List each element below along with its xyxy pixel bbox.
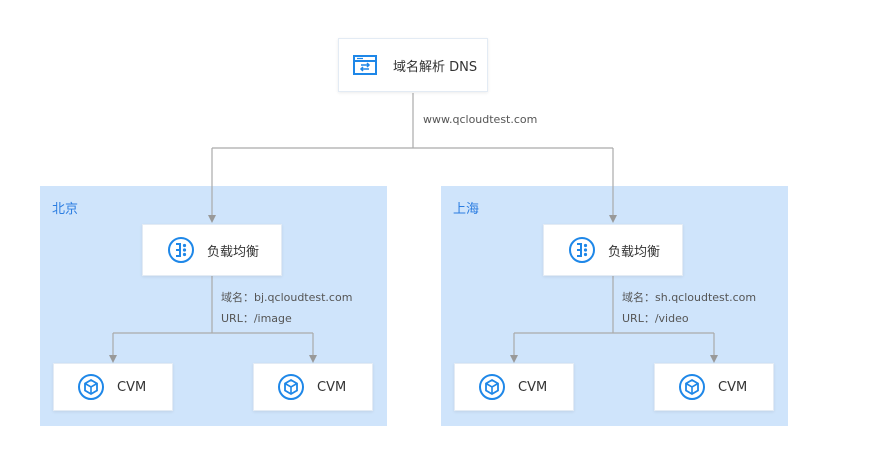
dns-domain-label: www.qcloudtest.com xyxy=(423,113,538,126)
region-label-beijing: 北京 xyxy=(52,202,79,217)
cvm-shanghai-1[interactable]: CVM xyxy=(454,363,574,411)
rule-url-shanghai: URL：/video xyxy=(622,312,689,325)
dns-node-label: 域名解析 DNS xyxy=(393,59,478,75)
load-balancer-icon xyxy=(167,236,195,264)
cvm-beijing-2-label: CVM xyxy=(317,379,347,395)
cvm-beijing-2[interactable]: CVM xyxy=(253,363,373,411)
cvm-shanghai-1-label: CVM xyxy=(518,379,548,395)
cvm-icon xyxy=(478,373,506,401)
cvm-icon xyxy=(277,373,305,401)
rule-domain-shanghai: 域名：sh.qcloudtest.com xyxy=(622,291,757,304)
cvm-icon xyxy=(678,373,706,401)
dns-icon xyxy=(351,51,379,79)
load-balancer-shanghai-label: 负载均衡 xyxy=(608,244,661,260)
load-balancer-beijing[interactable]: 负载均衡 xyxy=(142,224,282,276)
load-balancer-shanghai[interactable]: 负载均衡 xyxy=(543,224,683,276)
rule-domain-beijing: 域名：bj.qcloudtest.com xyxy=(221,291,353,304)
region-label-shanghai: 上海 xyxy=(453,202,480,217)
dns-node[interactable]: 域名解析 DNS xyxy=(338,38,488,92)
cvm-beijing-1[interactable]: CVM xyxy=(53,363,173,411)
rule-url-beijing: URL：/image xyxy=(221,312,292,325)
load-balancer-beijing-label: 负载均衡 xyxy=(207,244,260,260)
load-balancer-icon xyxy=(568,236,596,264)
cvm-shanghai-2[interactable]: CVM xyxy=(654,363,774,411)
cvm-shanghai-2-label: CVM xyxy=(718,379,748,395)
cvm-beijing-1-label: CVM xyxy=(117,379,147,395)
cvm-icon xyxy=(77,373,105,401)
